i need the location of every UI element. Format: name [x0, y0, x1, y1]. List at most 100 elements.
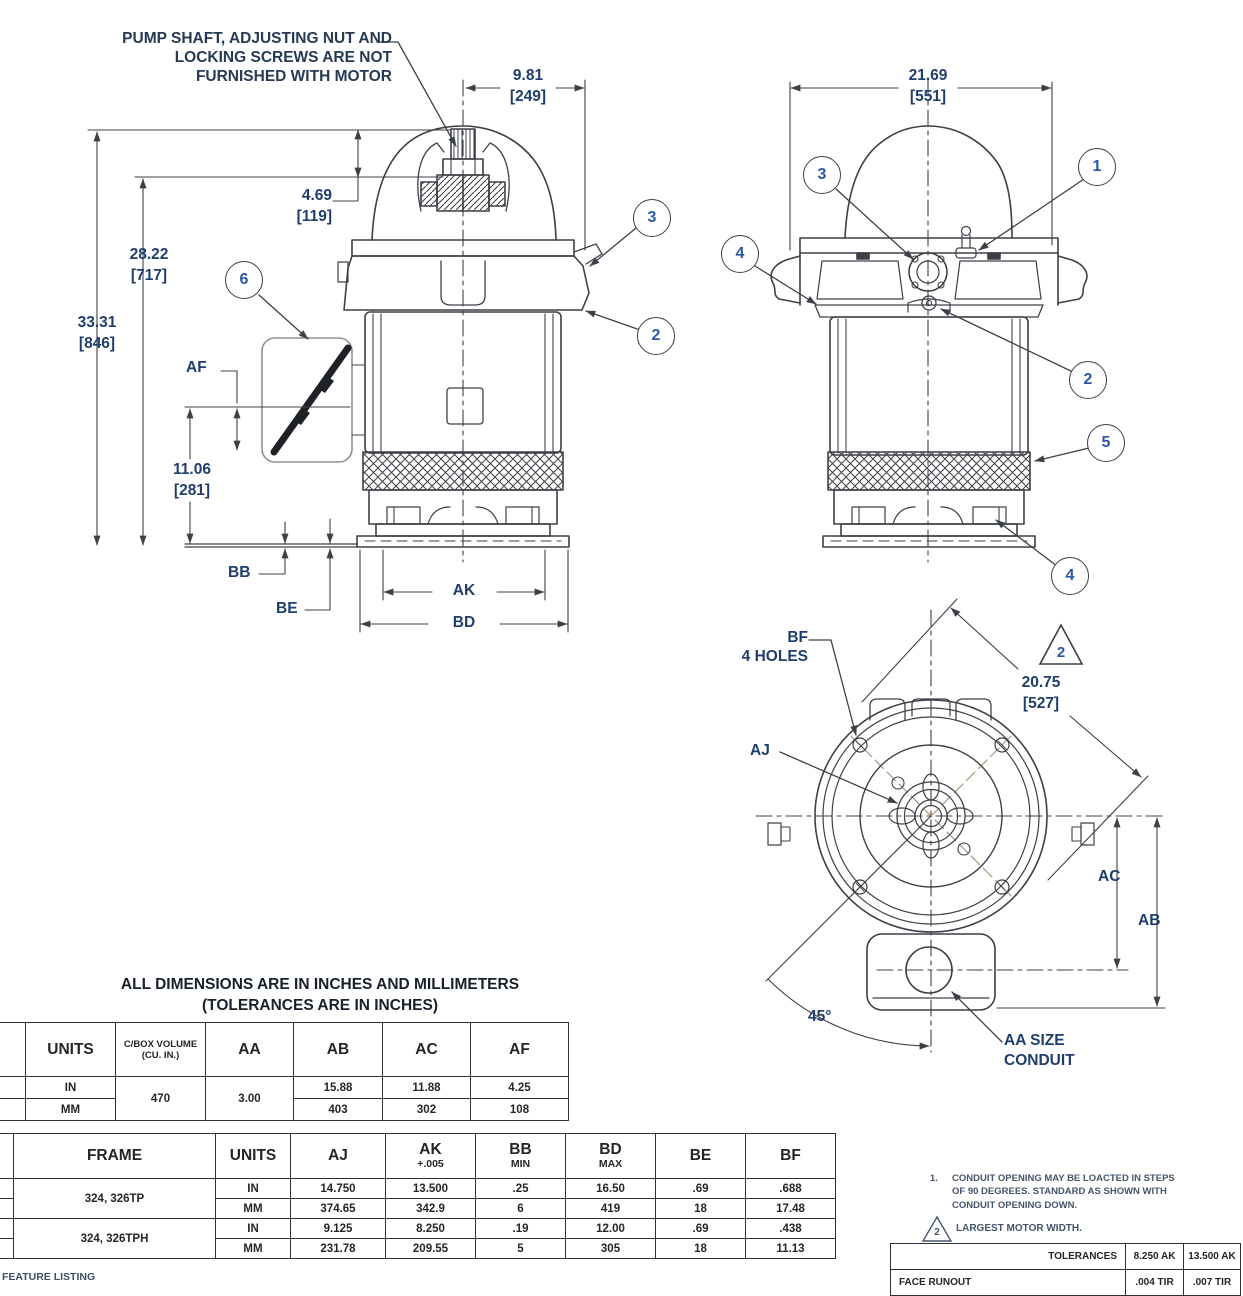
- table-header-cell: FRAME: [13, 1133, 216, 1179]
- triangle-flag-icon: [921, 1215, 953, 1242]
- table-header-cell: AJ: [290, 1133, 386, 1179]
- table-cell: [0, 1098, 26, 1121]
- table-cell: 16.50: [565, 1178, 656, 1199]
- dimension-table-1: UNITS C/BOX VOLUME (CU. IN.) AA AB AC AF…: [0, 1022, 569, 1121]
- table-cell: 8.250 AK: [1125, 1243, 1184, 1270]
- table-header-cell: BF: [745, 1133, 836, 1179]
- largest-width-note: LARGEST MOTOR WIDTH.: [956, 1223, 1082, 1234]
- front-view-outline: [184, 79, 603, 563]
- table-cell: MM: [215, 1198, 291, 1219]
- table-cell: 11.88: [382, 1076, 471, 1099]
- dimension-table-2: FRAME UNITS AJ AK +.005 BB MIN BD MAX BE…: [0, 1133, 836, 1259]
- table-cell: 8.250: [385, 1218, 476, 1239]
- side-view-outline: [770, 79, 1088, 563]
- balloon-1-side: 1: [1078, 148, 1116, 186]
- label-aa-size-conduit: AA SIZE CONDUIT: [1004, 1032, 1075, 1069]
- table-cell: .004 TIR: [1125, 1269, 1184, 1296]
- dim-11-06: 11.06 [281]: [173, 461, 211, 499]
- label-aj: AJ: [750, 742, 770, 759]
- conduit-note-text: CONDUIT OPENING MAY BE LOACTED IN STEPS …: [952, 1173, 1175, 1211]
- balloon-3-front: 3: [633, 199, 671, 237]
- conduit-note: 1. CONDUIT OPENING MAY BE LOACTED IN STE…: [930, 1173, 1175, 1211]
- table-cell: IN: [215, 1178, 291, 1199]
- table-row: MM 231.78 209.55 5 305 18 11.13: [0, 1238, 836, 1259]
- table-cell: 108: [470, 1098, 569, 1121]
- bottom-view-outline: [755, 609, 1166, 1053]
- dim-21-69: 21.69 [551]: [908, 67, 948, 105]
- table-header-cell: AK +.005: [385, 1133, 476, 1179]
- table-cell: 231.78: [290, 1238, 386, 1259]
- table-cell: 342.9: [385, 1198, 476, 1219]
- table-cell: 209.55: [385, 1238, 476, 1259]
- table-header-cell: BB MIN: [475, 1133, 566, 1179]
- table-cell: [0, 1198, 14, 1219]
- table-cell: [0, 1076, 26, 1099]
- table-cell: 14.750: [290, 1178, 386, 1199]
- label-af: AF: [186, 359, 207, 376]
- table-row: 324, 326TP IN 14.750 13.500 .25 16.50 .6…: [0, 1178, 836, 1219]
- table-cell: 324, 326TP: [13, 1178, 216, 1219]
- table-cell: MM: [215, 1238, 291, 1259]
- label-ab: AB: [1138, 912, 1161, 929]
- label-be: BE: [276, 600, 298, 617]
- table-cell: .19: [475, 1218, 566, 1239]
- table-row: MM 403 302 108: [0, 1098, 569, 1121]
- table-header-cell: BE: [655, 1133, 746, 1179]
- table-header-cell: C/BOX VOLUME (CU. IN.): [115, 1022, 206, 1077]
- table-cell: 9.125: [290, 1218, 386, 1239]
- table-header-cell: AC: [382, 1022, 471, 1077]
- pump-shaft-note: PUMP SHAFT, ADJUSTING NUT AND LOCKING SC…: [30, 29, 392, 86]
- dim-28-22: 28.22 [717]: [129, 246, 169, 284]
- table-cell: 403: [293, 1098, 383, 1121]
- balloon-6: 6: [225, 261, 263, 299]
- table-cell: 302: [382, 1098, 471, 1121]
- triangle-flag-icon: [1038, 623, 1084, 665]
- table-header-cell: [0, 1022, 26, 1077]
- table-row: IN 470 3.00 15.88 11.88 4.25: [0, 1076, 569, 1121]
- table-row: 324, 326TPH IN 9.125 8.250 .19 12.00 .69…: [0, 1218, 836, 1259]
- table-header-cell: [0, 1133, 14, 1179]
- dim-20-75: 20.75 [527]: [1021, 674, 1061, 712]
- table-cell: 470: [115, 1076, 206, 1121]
- table-cell: .69: [655, 1218, 746, 1239]
- table-cell: .438: [745, 1218, 836, 1239]
- pump-shaft-note-line1: PUMP SHAFT, ADJUSTING NUT AND: [122, 30, 392, 47]
- table-header-cell: AA: [205, 1022, 294, 1077]
- table-header-row: UNITS C/BOX VOLUME (CU. IN.) AA AB AC AF: [0, 1022, 569, 1077]
- table-header-cell: AF: [470, 1022, 569, 1077]
- label-bb: BB: [228, 564, 251, 581]
- table-cell: 305: [565, 1238, 656, 1259]
- table-cell: 3.00: [205, 1076, 294, 1121]
- balloon-2-side: 2: [1069, 361, 1107, 399]
- balloon-2-front: 2: [637, 317, 675, 355]
- table-cell: .688: [745, 1178, 836, 1199]
- table-cell: .69: [655, 1178, 746, 1199]
- table-cell: [0, 1218, 14, 1239]
- table-cell: FACE RUNOUT: [890, 1269, 1126, 1296]
- table-cell: 17.48: [745, 1198, 836, 1219]
- table-row: MM 374.65 342.9 6 419 18 17.48: [0, 1198, 836, 1219]
- table-header-cell: AB: [293, 1022, 383, 1077]
- dim-9-81: 9.81 [249]: [509, 67, 547, 105]
- balloon-4-side-left: 4: [721, 235, 759, 273]
- table-header-row: FRAME UNITS AJ AK +.005 BB MIN BD MAX BE…: [0, 1133, 836, 1179]
- balloon-5-side: 5: [1087, 424, 1125, 462]
- table-cell: .007 TIR: [1183, 1269, 1241, 1296]
- table-cell: 15.88: [293, 1076, 383, 1099]
- table-cell: 4.25: [470, 1076, 569, 1099]
- side-view-dimensions: [754, 81, 1090, 567]
- table-cell: 374.65: [290, 1198, 386, 1219]
- table-row: TOLERANCES 8.250 AK 13.500 AK: [890, 1243, 1241, 1270]
- table-header-cell: UNITS: [215, 1133, 291, 1179]
- pump-shaft-note-line2: LOCKING SCREWS ARE NOT: [174, 49, 392, 66]
- dimensions-units-note: ALL DIMENSIONS ARE IN INCHES AND MILLIME…: [120, 976, 520, 1014]
- table-cell: [0, 1238, 14, 1259]
- feature-listing-label: FEATURE LISTING: [2, 1271, 96, 1283]
- table-cell: MM: [25, 1098, 116, 1121]
- flag-2-note: 2: [921, 1215, 953, 1243]
- flag-2-largest-width: 2: [1038, 622, 1084, 668]
- front-view-dimensions: [87, 41, 641, 633]
- table-cell: 6: [475, 1198, 566, 1219]
- label-45-degrees: 45°: [808, 1008, 832, 1025]
